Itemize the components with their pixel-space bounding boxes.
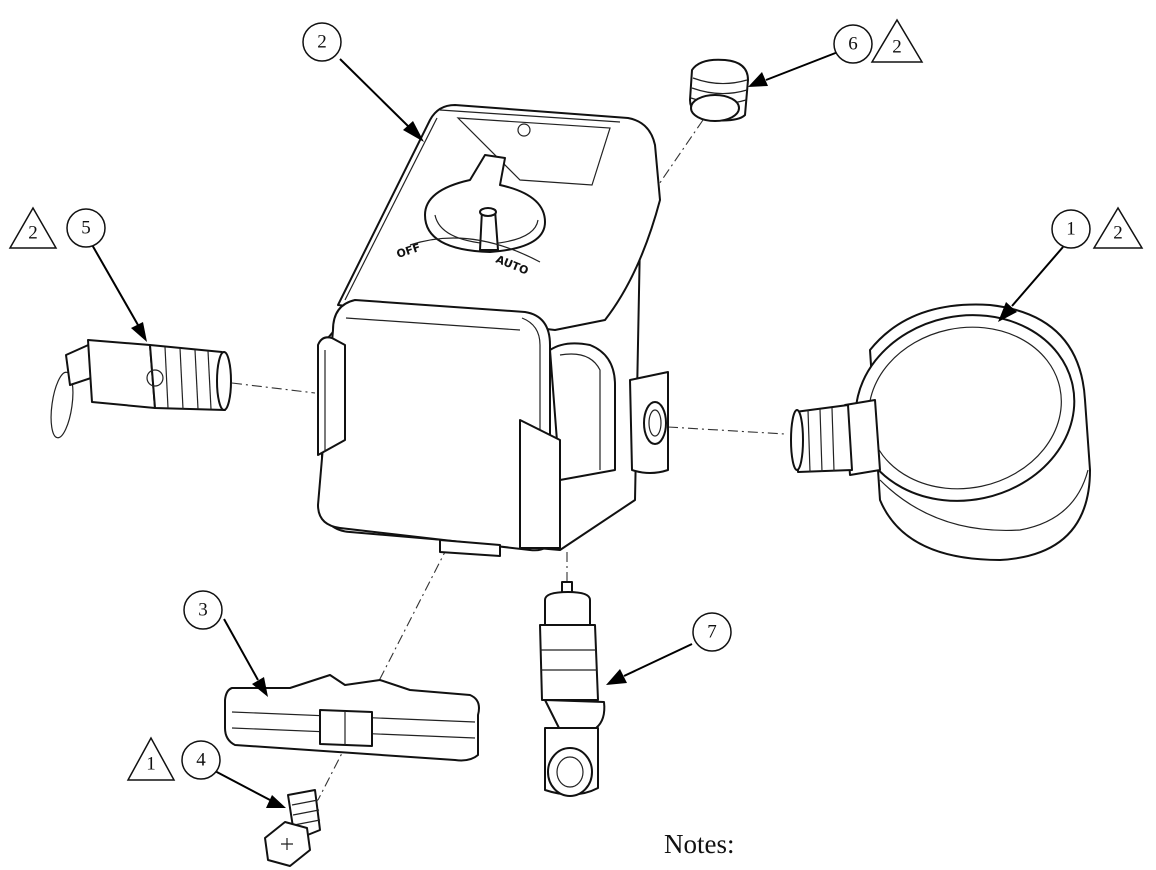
centerlines [231,119,786,801]
note-triangle-4-label: 1 [146,754,156,775]
pressure-fitting [539,581,606,797]
callout-4-label: 4 [196,750,206,771]
leader-lines [90,51,1064,808]
note-triangle-1-label: 2 [1113,223,1123,244]
callout-5-label: 5 [81,218,91,239]
callout-2: 2 [302,22,342,62]
callout-3: 3 [183,590,223,630]
callout-1-label: 1 [1066,219,1076,240]
note-triangle-6: 2 [870,18,924,63]
callout-3-label: 3 [198,600,208,621]
mounting-screw [264,789,321,867]
callout-7-label: 7 [707,622,717,643]
note-triangle-6-label: 2 [892,37,902,58]
callout-1: 1 [1051,209,1091,249]
note-triangle-5: 2 [8,206,58,249]
notes-label: Notes: [664,829,735,859]
note-triangle-5-label: 2 [28,223,38,244]
note-triangle-4: 1 [126,736,176,781]
note-triangle-1: 2 [1092,206,1144,249]
unloader-valve [50,339,232,439]
callout-6-label: 6 [848,34,858,55]
mounting-bracket [224,674,480,762]
pressure-gauge [790,303,1091,561]
callout-5: 5 [66,208,106,248]
plug [689,58,749,122]
callout-6: 6 [833,24,873,64]
switch-housing: OFF AUTO [317,104,669,557]
callout-4: 4 [181,740,221,780]
callout-2-label: 2 [317,32,327,53]
callout-7: 7 [692,612,732,652]
